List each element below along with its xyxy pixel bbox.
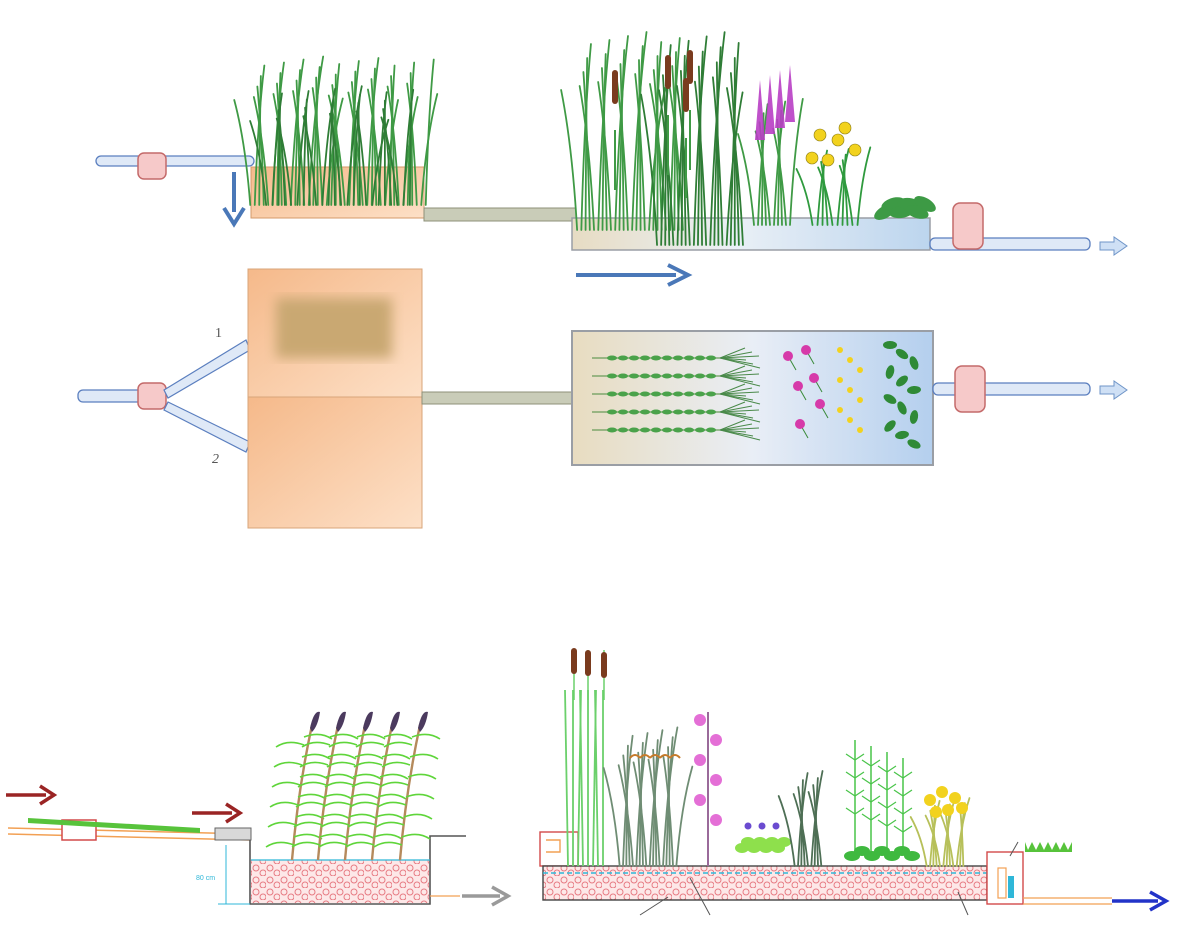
transfer-arrow-icon xyxy=(462,885,512,907)
loosestrife-flower-icon xyxy=(710,814,722,826)
iris-flower-icon xyxy=(805,151,819,165)
settling-tank-2 xyxy=(247,396,423,529)
bed-plants-section xyxy=(564,648,971,867)
grass-strip xyxy=(1025,842,1072,852)
cattail-icon xyxy=(571,648,577,674)
loosestrife-flower-icon xyxy=(694,714,706,726)
loosestrife-flower-icon xyxy=(765,75,775,134)
grass-strip xyxy=(28,818,200,833)
valve-icon xyxy=(137,382,167,410)
iris-flower-icon xyxy=(837,347,843,353)
loosestrife-flower-icon xyxy=(755,80,765,140)
branch-label-2: 2 xyxy=(212,452,219,467)
cattail-icon xyxy=(585,650,591,676)
top-system xyxy=(95,31,1128,287)
loosestrife-flower-icon xyxy=(801,345,811,355)
cattail-icon xyxy=(612,70,618,104)
cattail-icon xyxy=(683,78,689,112)
iris-flower-icon xyxy=(949,792,961,804)
reed-plant-icon xyxy=(265,711,441,861)
iris-flower-icon xyxy=(857,367,863,373)
section-view-system: 80 cm xyxy=(6,648,1170,916)
iris-flower-icon xyxy=(821,153,835,167)
outflow-arrow-icon xyxy=(1099,236,1128,256)
reed-plant-icon xyxy=(233,55,439,206)
plan-view-system xyxy=(77,268,1128,529)
loosestrife-flower-icon xyxy=(815,399,825,409)
settling-tank-top xyxy=(250,166,425,219)
loosestrife-flower-icon xyxy=(795,419,805,429)
loosestrife-flower-icon xyxy=(744,822,752,830)
loosestrife-flower-icon xyxy=(758,822,766,830)
tank-section-wall xyxy=(249,835,466,905)
iris-flower-icon xyxy=(848,143,862,157)
inlet-arrow-icon xyxy=(6,784,58,806)
loosestrife-flower-icon xyxy=(694,794,706,806)
iris-flower-icon xyxy=(956,802,968,814)
bed-plants-plan xyxy=(592,341,921,449)
iris-flower-icon xyxy=(857,397,863,403)
cattail-icon xyxy=(687,50,693,84)
connector-pipe-top xyxy=(423,207,577,222)
iris-flower-icon xyxy=(857,427,863,433)
branch-pipe-2 xyxy=(163,401,251,453)
sludge-zone xyxy=(276,298,392,358)
iris-flower-icon xyxy=(942,804,954,816)
cattail-icon xyxy=(601,652,607,678)
right-flow-arrow-icon xyxy=(576,263,693,287)
gravel-bed-1 xyxy=(251,860,429,903)
loosestrife-flower-icon xyxy=(809,373,819,383)
cattail-icon xyxy=(665,55,671,89)
iris-flower-icon xyxy=(924,794,936,806)
loosestrife-flower-icon xyxy=(783,351,793,361)
outflow-arrow-icon xyxy=(1099,380,1128,400)
valve-icon xyxy=(137,152,167,180)
gravel-bed-2 xyxy=(542,865,988,901)
loosestrife-flower-icon xyxy=(785,65,795,122)
loosestrife-flower-icon xyxy=(775,70,785,128)
final-outflow-arrow-icon xyxy=(1112,890,1170,912)
iris-flower-icon xyxy=(936,786,948,798)
planted-bed-top xyxy=(571,217,931,251)
connector-pipe-mid xyxy=(421,391,575,405)
valve-icon xyxy=(954,365,986,413)
branch-label-1: 1 xyxy=(215,326,222,341)
down-flow-arrow-icon xyxy=(222,172,246,228)
valve-icon xyxy=(952,202,984,250)
bed-plants-top xyxy=(560,31,936,246)
loosestrife-flower-icon xyxy=(694,754,706,766)
iris-flower-icon xyxy=(837,377,843,383)
loosestrife-flower-icon xyxy=(710,774,722,786)
iris-flower-icon xyxy=(837,407,843,413)
iris-flower-icon xyxy=(838,121,852,135)
branch-pipe-1 xyxy=(163,339,251,399)
iris-flower-icon xyxy=(847,417,853,423)
iris-flower-icon xyxy=(831,133,845,147)
iris-flower-icon xyxy=(847,387,853,393)
iris-flower-icon xyxy=(930,806,942,818)
depth-label: 80 cm xyxy=(196,875,215,882)
iris-flower-icon xyxy=(847,357,853,363)
tank-lid xyxy=(214,827,252,841)
planted-bed-plan xyxy=(571,330,934,466)
iris-flower-icon xyxy=(813,128,827,142)
inlet-arrow-icon xyxy=(192,802,244,824)
loosestrife-flower-icon xyxy=(793,381,803,391)
loosestrife-flower-icon xyxy=(772,822,780,830)
loosestrife-flower-icon xyxy=(710,734,722,746)
inlet-pipe-top xyxy=(95,155,255,167)
